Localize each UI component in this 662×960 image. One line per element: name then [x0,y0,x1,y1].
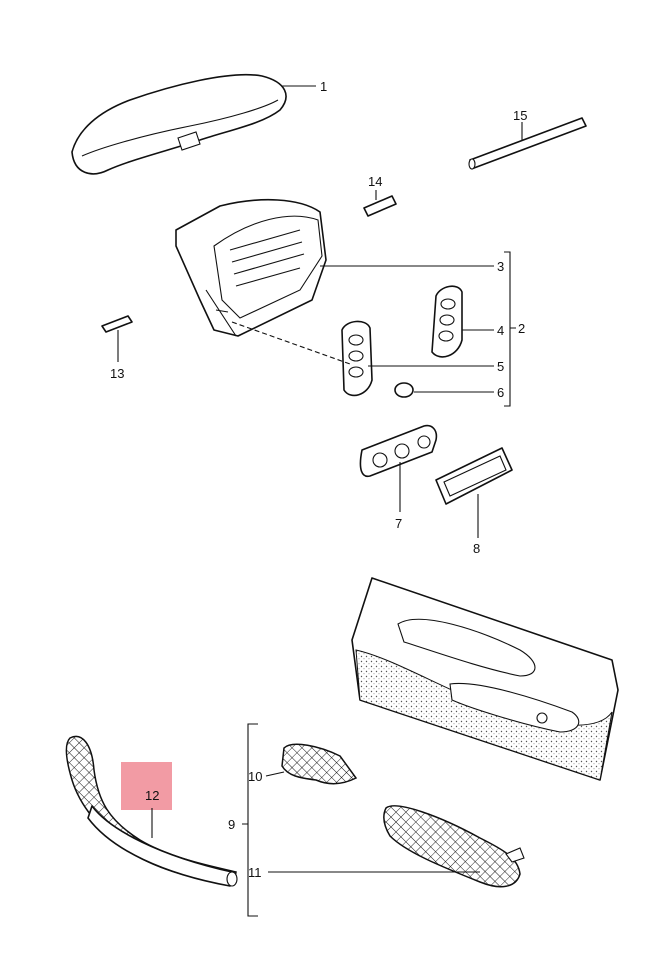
bracket-9 [242,723,258,917]
callout-9: 9 [228,817,235,832]
bracket-2 [504,251,516,407]
part-switch-panel-left[interactable] [341,320,373,397]
part-armrest[interactable] [71,73,287,175]
callout-6: 6 [497,385,504,400]
callout-8: 8 [473,541,480,556]
highlight-callout-12 [121,762,172,810]
part-pin-small[interactable] [101,315,133,333]
callout-13: 13 [110,366,124,381]
part-console-bracket[interactable] [175,199,327,337]
callout-4: 4 [497,323,504,338]
callout-11: 11 [248,865,262,880]
part-trim-frame[interactable] [359,424,438,478]
callout-12: 12 [145,788,159,803]
callout-3: 3 [497,259,504,274]
part-pin-long[interactable] [468,117,587,170]
assembly-line [231,321,351,365]
part-cap[interactable] [394,382,414,398]
callout-2: 2 [518,321,525,336]
callout-5: 5 [497,359,504,374]
part-switch-panel-right[interactable] [431,285,463,358]
callout-7: 7 [395,516,402,531]
leader-line-10 [265,771,285,777]
part-mesh-insert-large[interactable] [383,805,525,888]
part-gasket[interactable] [435,447,513,505]
part-pin-short[interactable] [363,195,397,217]
callout-15: 15 [513,108,527,123]
callout-10: 10 [248,769,262,784]
callout-14: 14 [368,174,382,189]
part-grab-handle[interactable] [65,735,238,887]
part-door-panel[interactable] [351,577,619,781]
callout-1: 1 [320,79,327,94]
part-mesh-insert-small[interactable] [281,743,358,785]
